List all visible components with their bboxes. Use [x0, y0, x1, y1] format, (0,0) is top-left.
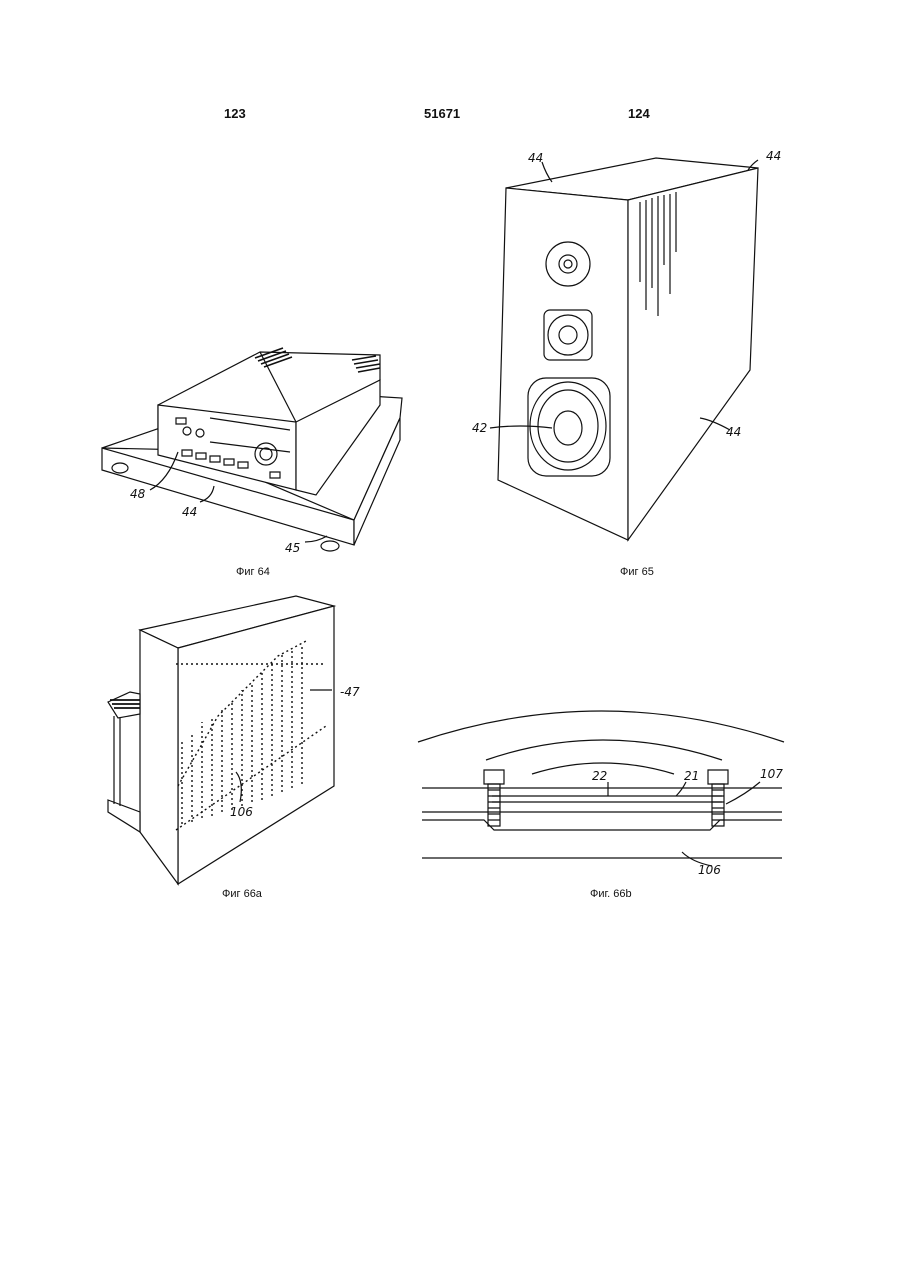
figure-66b-drawing: 22 21 107 106 [412, 700, 792, 880]
ref-22: 22 [592, 769, 607, 783]
ref-44-corner: 44 [766, 149, 781, 163]
ref-44-top: 44 [528, 151, 543, 165]
page-number-right: 124 [628, 106, 650, 121]
caption-fig-64: Фиг 64 [236, 566, 270, 578]
caption-fig-66a: Фиг 66а [222, 888, 262, 900]
ref-107: 107 [760, 767, 783, 781]
ref-42: 42 [472, 421, 487, 435]
figure-66a-drawing: -47 106 [100, 590, 380, 890]
caption-fig-65: Фиг 65 [620, 566, 654, 578]
ref-44: 44 [182, 505, 197, 519]
figure-65-drawing: 44 44 42 44 [468, 140, 798, 550]
ref-47: -47 [340, 685, 360, 699]
caption-fig-66b: Фиг. 66b [590, 888, 632, 900]
ref-106: 106 [698, 863, 721, 877]
figure-64-drawing: 48 44 45 [90, 330, 420, 560]
ref-21: 21 [684, 769, 699, 783]
page-number-left: 123 [224, 106, 246, 121]
ref-48: 48 [130, 487, 146, 501]
ref-44-side: 44 [726, 425, 741, 439]
patent-number: 51671 [424, 106, 460, 121]
ref-106: 106 [230, 805, 253, 819]
ref-45: 45 [285, 541, 300, 555]
